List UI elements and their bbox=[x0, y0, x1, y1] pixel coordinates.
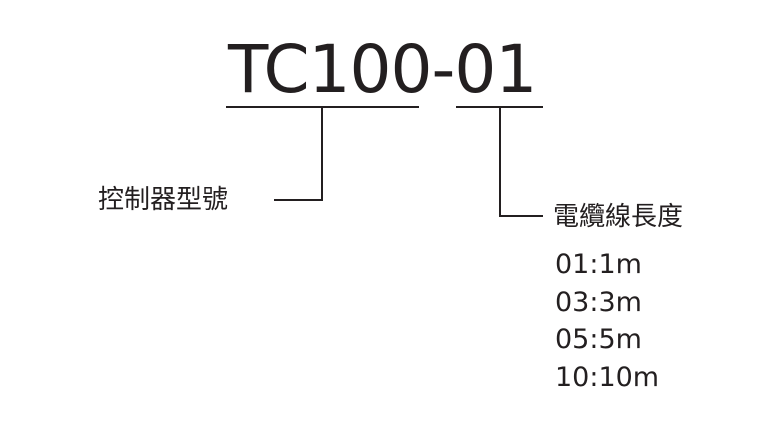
controller-model-label: 控制器型號 bbox=[98, 185, 229, 215]
model-code: TC100-01 bbox=[228, 31, 537, 108]
cable-length-label: 電纜線長度 bbox=[553, 202, 684, 232]
cable-length-option: 01:1m bbox=[555, 249, 642, 280]
cable-length-options: 01:1m 03:3m 05:5m 10:10m bbox=[555, 246, 659, 396]
cable-length-option: 05:5m bbox=[555, 324, 642, 355]
controller-model-leader bbox=[274, 107, 323, 201]
cable-length-option: 10:10m bbox=[555, 361, 660, 393]
cable-length-option: 03:3m bbox=[555, 286, 642, 318]
cable-length-leader bbox=[499, 107, 543, 217]
